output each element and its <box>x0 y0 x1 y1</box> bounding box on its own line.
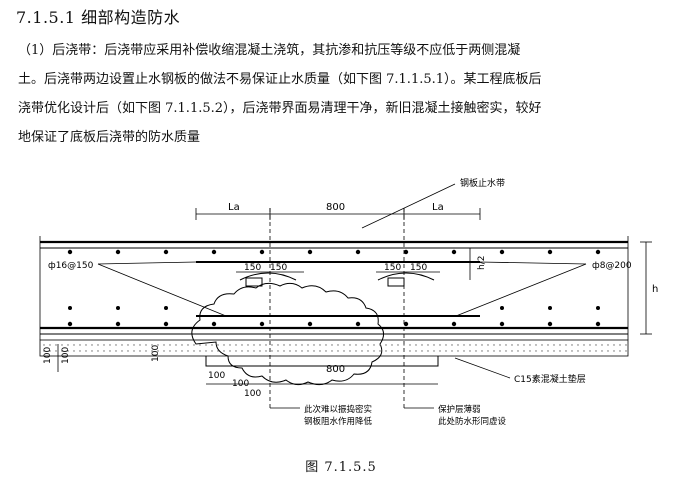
label-rebar-left: ф16@150 <box>48 261 94 271</box>
paragraph-line: 地保证了底板后浇带的防水质量 <box>18 130 201 145</box>
note-right-2: 此处防水形同虚设 <box>438 416 507 427</box>
label-la-right: La <box>432 202 444 213</box>
label-150-c: 150 <box>384 263 401 273</box>
paragraph-line: 土。后浇带两边设置止水钢板的做法不易保证止水质量（如下图 7.1.1.5.1）。… <box>18 72 542 87</box>
poor-compaction-cloud <box>191 282 384 386</box>
label-800-bottom: 800 <box>326 364 345 375</box>
label-100-b2: 100 <box>232 379 249 389</box>
slab-outline <box>39 236 629 340</box>
label-100-v1: 100 <box>43 347 53 364</box>
label-waterstop: 钢板止水带 <box>460 177 505 189</box>
label-150-b: 150 <box>270 263 287 273</box>
c15-bedding <box>39 339 629 367</box>
rebar-dots <box>67 249 601 327</box>
leader-lines <box>97 183 587 409</box>
post-pour-strip-drawing: 钢板止水带 La 800 La 150 150 150 150 h/2 h ф1… <box>39 177 658 427</box>
label-100-b1: 100 <box>208 371 225 381</box>
label-h: h <box>652 284 658 295</box>
note-left-2: 钢板阻水作用降低 <box>304 416 373 427</box>
paragraph-line: （1）后浇带：后浇带应采用补偿收缩混凝土浇筑，其抗渗和抗压等级不应低于两侧混凝 <box>18 43 521 58</box>
label-800-top: 800 <box>326 202 345 213</box>
steel-plate-waterstop <box>196 208 480 408</box>
label-150-d: 150 <box>410 263 427 273</box>
paragraph-line: 浇带优化设计后（如下图 7.1.1.5.2），后浇带界面易清理干净，新旧混凝土接… <box>18 101 542 116</box>
label-100-v3: 100 <box>151 345 161 362</box>
note-left-1: 此次难以振捣密实 <box>304 404 372 415</box>
label-100-v2: 100 <box>61 347 71 364</box>
note-right-1: 保护层薄弱 <box>438 404 481 415</box>
label-la-left: La <box>228 202 240 213</box>
figure-caption: 图 7.1.5.5 <box>305 460 377 475</box>
label-100-b3: 100 <box>244 389 261 399</box>
label-150-a: 150 <box>244 263 261 273</box>
body-paragraph: （1）后浇带：后浇带应采用补偿收缩混凝土浇筑，其抗渗和抗压等级不应低于两侧混凝 … <box>18 36 668 152</box>
label-c15: C15素混凝土垫层 <box>514 373 586 385</box>
dimension-lines <box>57 208 652 385</box>
section-heading: 7.1.5.1 细部构造防水 <box>16 8 181 27</box>
label-h2: h/2 <box>477 256 487 270</box>
label-rebar-right: ф8@200 <box>592 261 632 271</box>
